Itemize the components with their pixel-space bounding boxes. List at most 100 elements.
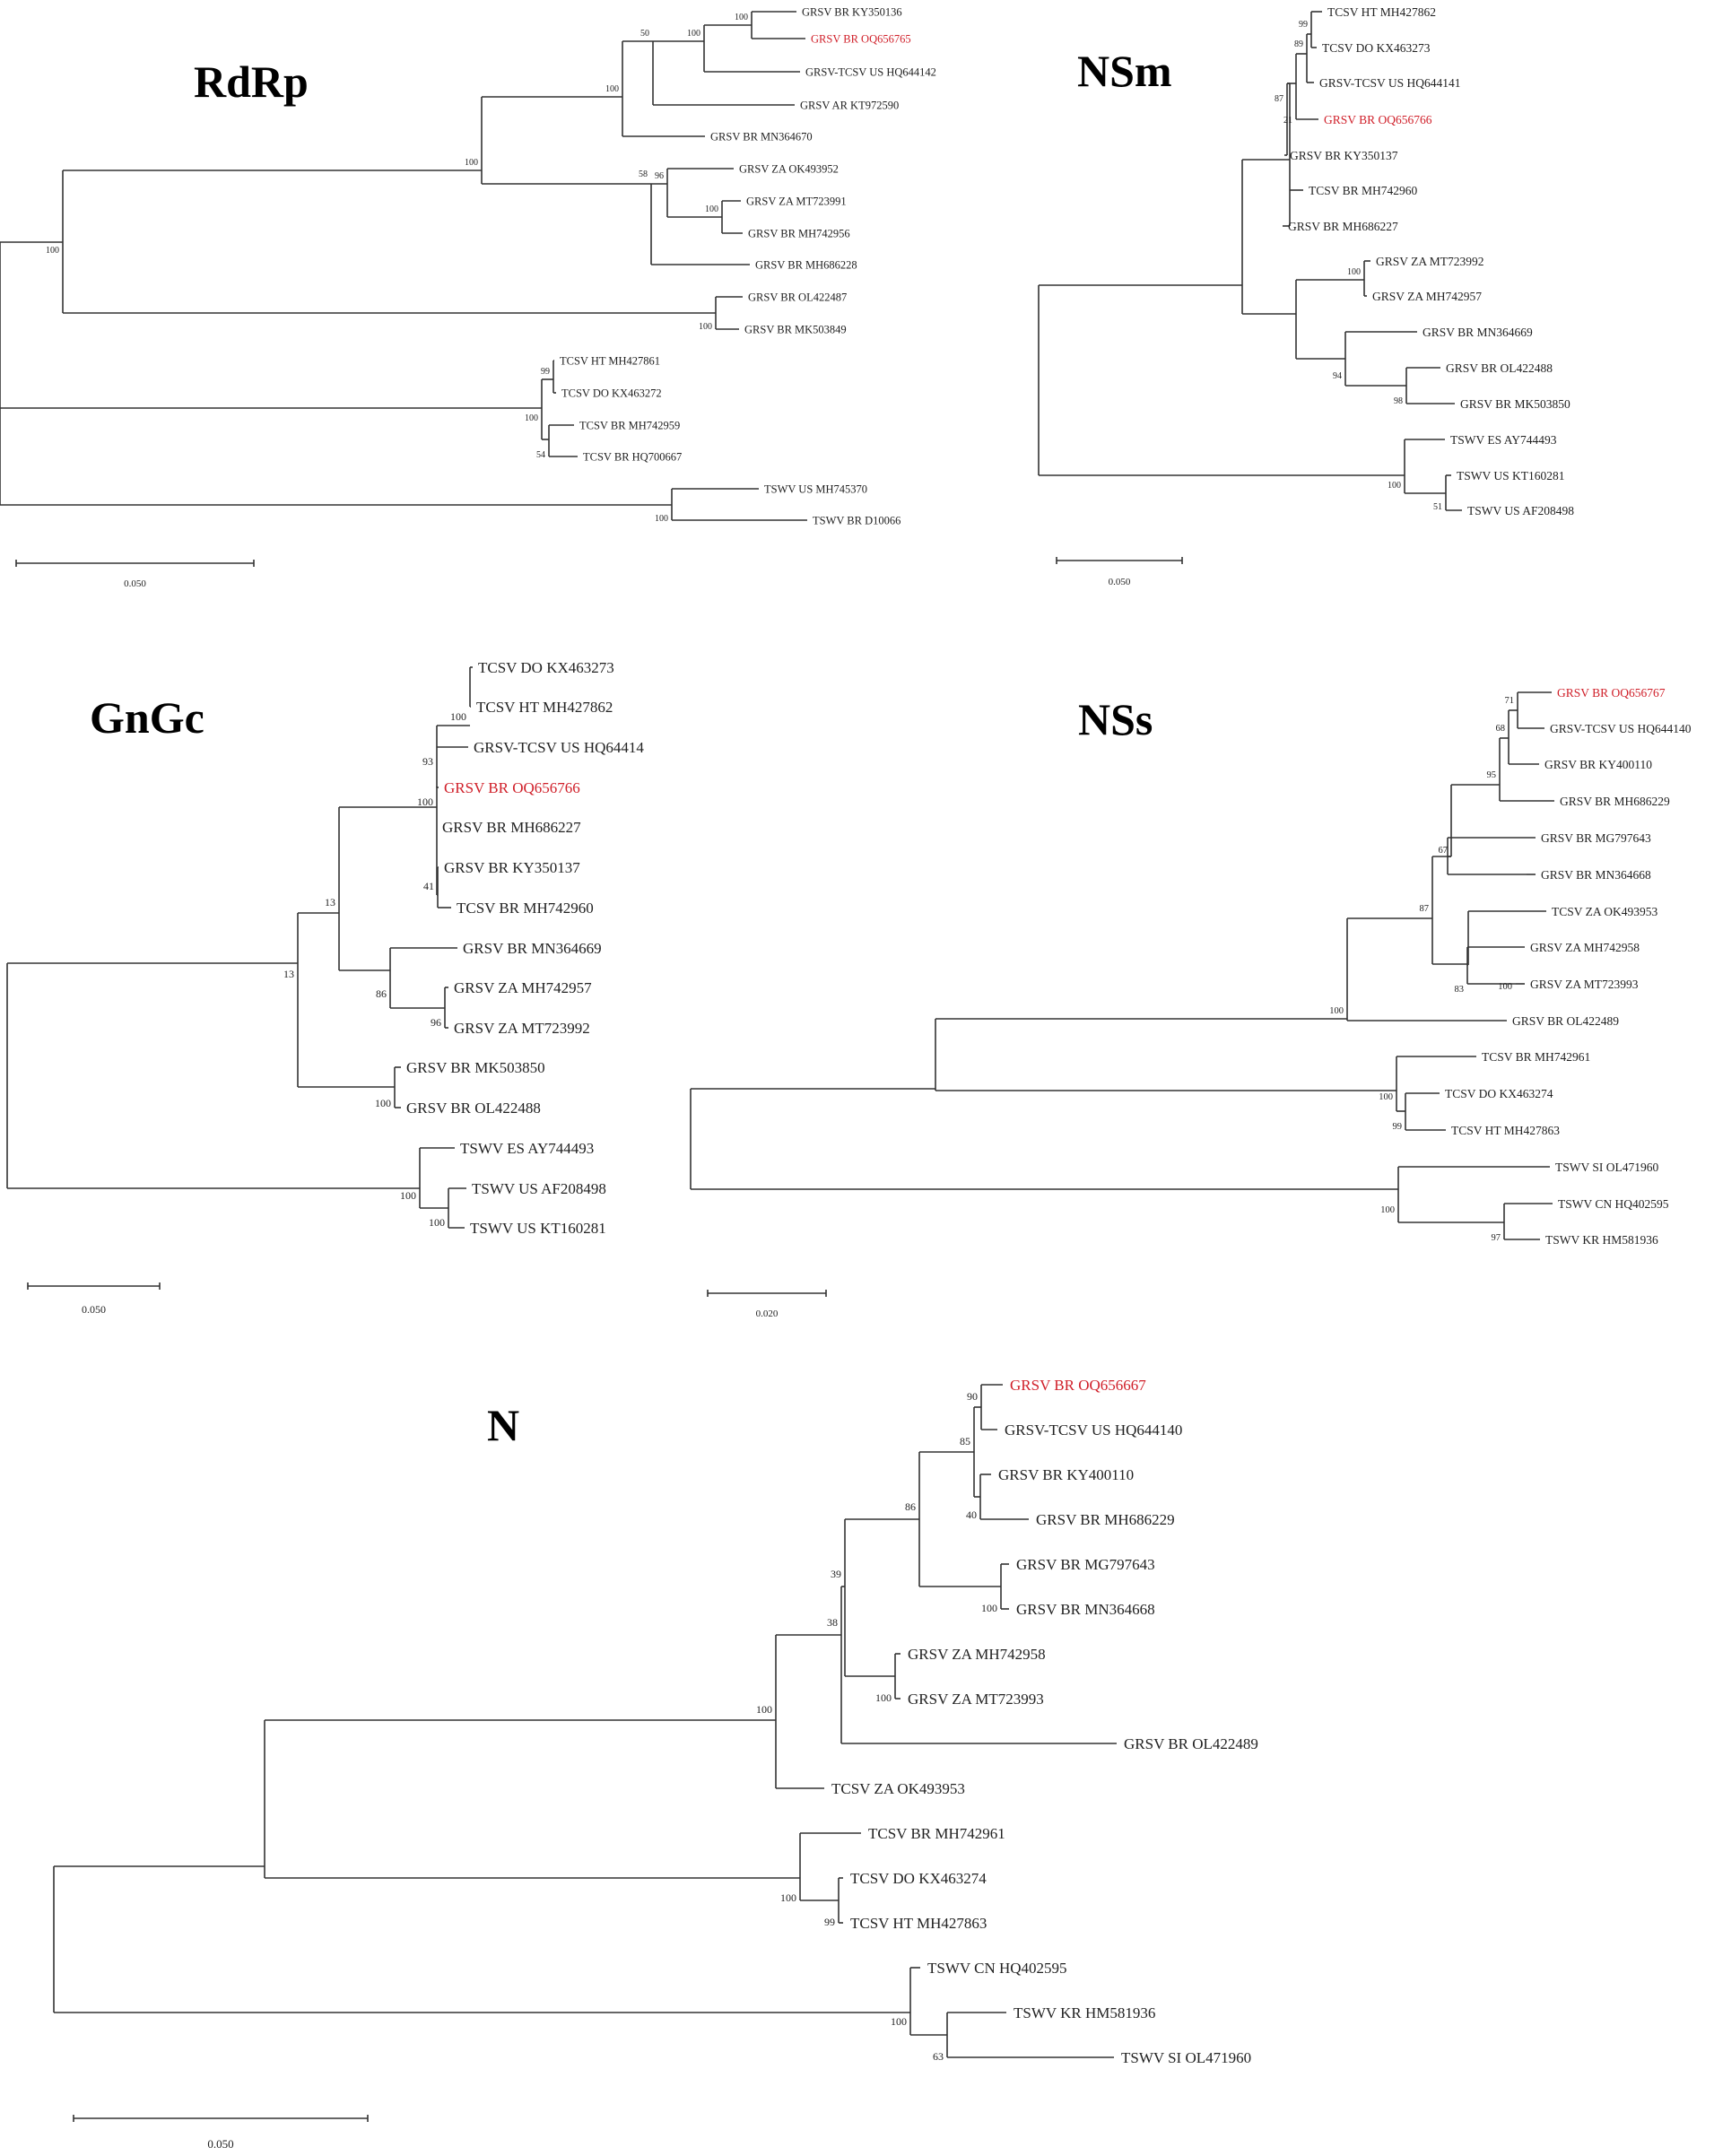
nsm-taxon-label: GRSV BR MK503850 <box>1460 397 1570 411</box>
rdrp-support-value: 100 <box>46 246 59 256</box>
nsm-taxon-label: TCSV BR MH742960 <box>1309 184 1418 197</box>
nsm-taxon-label: GRSV-TCSV US HQ644141 <box>1319 76 1461 90</box>
rdrp-support-value: 100 <box>655 514 668 524</box>
rdrp-taxon-label: GRSV BR OL422487 <box>748 291 847 304</box>
nss-taxon-label: TCSV DO KX463274 <box>1445 1087 1553 1100</box>
gngc-scale-label: 0.050 <box>82 1303 106 1316</box>
rdrp-support-value: 100 <box>735 13 748 22</box>
nsm-support-value: 100 <box>1388 481 1401 491</box>
n-taxon-label: GRSV ZA MT723993 <box>908 1691 1044 1708</box>
nss-support-value: 95 <box>1487 770 1497 780</box>
nss-taxon-label: GRSV BR MG797643 <box>1541 831 1651 845</box>
nss-taxon-label: TCSV HT MH427863 <box>1451 1124 1560 1137</box>
nsm-scale-label: 0.050 <box>1109 577 1131 587</box>
nsm-support-value: 98 <box>1394 396 1403 406</box>
nss-taxon-label: TSWV KR HM581936 <box>1545 1233 1658 1247</box>
gngc-taxon-label: GRSV BR KY350137 <box>444 859 580 876</box>
n-taxon-label: TCSV BR MH742961 <box>868 1825 1005 1842</box>
nsm-support-value: 99 <box>1299 20 1308 30</box>
gngc-panel-title: GnGc <box>90 692 204 743</box>
n-support-value: 100 <box>981 1602 997 1614</box>
nss-taxon-label: TSWV CN HQ402595 <box>1558 1197 1669 1211</box>
nsm-panel-title: NSm <box>1077 46 1172 96</box>
nss-support-value: 83 <box>1455 985 1465 995</box>
gngc-support-value: 100 <box>400 1189 416 1202</box>
gngc-support-value: 100 <box>450 710 466 723</box>
gngc-support-value: 86 <box>376 987 387 1000</box>
nsm-taxon-label: GRSV BR MN364669 <box>1423 326 1533 339</box>
nss-taxon-label: GRSV-TCSV US HQ644140 <box>1550 722 1692 735</box>
n-taxon-label: TCSV ZA OK493953 <box>831 1780 965 1797</box>
rdrp-support-value: 96 <box>655 171 664 181</box>
n-support-value: 38 <box>827 1616 838 1629</box>
nss-taxon-label: GRSV BR OQ656767 <box>1557 686 1666 700</box>
rdrp-taxon-label: TSWV US MH745370 <box>764 483 867 496</box>
n-support-value: 85 <box>960 1435 970 1447</box>
n-panel-title: N <box>487 1400 520 1450</box>
rdrp-taxon-label: TSWV BR D10066 <box>813 515 901 527</box>
nsm-taxon-label: GRSV BR MH686227 <box>1288 220 1398 233</box>
gngc-taxon-label: TCSV HT MH427862 <box>476 699 613 716</box>
rdrp-panel-title: RdRp <box>194 57 309 107</box>
gngc-taxon-label: GRSV BR MN364669 <box>463 940 602 957</box>
nss-taxon-label: GRSV BR MN364668 <box>1541 868 1651 882</box>
nsm-support-value: 51 <box>1433 502 1442 512</box>
nss-scale-label: 0.020 <box>756 1308 779 1319</box>
rdrp-taxon-label: GRSV ZA MT723991 <box>746 196 847 208</box>
n-taxon-label: GRSV ZA MH742958 <box>908 1646 1046 1663</box>
rdrp-support-value: 100 <box>687 29 700 39</box>
gngc-support-value: 41 <box>423 880 434 892</box>
nsm-support-value: 87 <box>1275 94 1283 104</box>
nsm-taxon-label: TSWV ES AY744493 <box>1450 433 1557 447</box>
nsm-taxon-label: GRSV ZA MT723992 <box>1376 255 1484 268</box>
rdrp-support-value: 100 <box>525 413 538 423</box>
gngc-taxon-label: TCSV BR MH742960 <box>457 900 594 917</box>
n-taxon-label: TSWV KR HM581936 <box>1014 2004 1155 2021</box>
nss-support-value: 100 <box>1329 1006 1344 1016</box>
rdrp-support-value: 100 <box>465 158 478 168</box>
n-support-value: 99 <box>824 1916 835 1928</box>
rdrp-scale-label: 0.050 <box>124 578 146 589</box>
n-taxon-label: GRSV BR OQ656667 <box>1010 1377 1146 1394</box>
n-support-value: 100 <box>756 1703 772 1716</box>
gngc-taxon-label: GRSV BR OL422488 <box>406 1100 541 1117</box>
n-support-value: 39 <box>831 1568 841 1580</box>
gngc-support-value: 100 <box>417 795 433 808</box>
n-support-value: 40 <box>966 1508 977 1521</box>
rdrp-taxon-label: GRSV-TCSV US HQ644142 <box>805 66 936 79</box>
rdrp-taxon-label: GRSV BR MK503849 <box>744 324 847 336</box>
nsm-taxon-label: GRSV ZA MH742957 <box>1372 290 1482 303</box>
rdrp-taxon-label: GRSV ZA OK493952 <box>739 163 839 176</box>
n-taxon-label: TCSV HT MH427863 <box>850 1915 987 1932</box>
gngc-taxon-label: GRSV ZA MH742957 <box>454 979 592 996</box>
nsm-taxon-label: TCSV HT MH427862 <box>1327 5 1436 19</box>
nss-support-value: 87 <box>1420 904 1430 914</box>
nss-taxon-label: TCSV BR MH742961 <box>1482 1050 1590 1064</box>
rdrp-taxon-label: GRSV AR KT972590 <box>800 100 899 112</box>
gngc-taxon-label: TSWV US AF208498 <box>472 1180 606 1197</box>
gngc-support-value: 100 <box>429 1216 445 1229</box>
nsm-taxon-label: TSWV US AF208498 <box>1467 504 1574 517</box>
rdrp-taxon-label: GRSV BR OQ656765 <box>811 33 911 46</box>
nss-support-value: 100 <box>1380 1205 1395 1215</box>
n-taxon-label: TSWV CN HQ402595 <box>927 1960 1067 1977</box>
n-taxon-label: GRSV-TCSV US HQ644140 <box>1005 1421 1182 1439</box>
gngc-taxon-label: GRSV BR MH686227 <box>442 819 581 836</box>
n-scale-label: 0.050 <box>207 2137 233 2151</box>
rdrp-support-value: 100 <box>705 204 718 214</box>
rdrp-taxon-label: GRSV BR MN364670 <box>710 131 813 143</box>
n-support-value: 100 <box>875 1691 892 1704</box>
rdrp-support-value: 58 <box>639 170 648 179</box>
rdrp-taxon-label: TCSV BR HQ700667 <box>583 451 682 464</box>
nss-taxon-label: GRSV ZA MH742958 <box>1530 941 1640 954</box>
nss-taxon-label: GRSV BR OL422489 <box>1512 1014 1619 1028</box>
gngc-support-value: 96 <box>431 1016 441 1029</box>
nss-support-value: 97 <box>1492 1233 1501 1243</box>
n-taxon-label: GRSV BR MH686229 <box>1036 1511 1175 1528</box>
nss-taxon-label: GRSV ZA MT723993 <box>1530 978 1639 991</box>
n-support-value: 100 <box>891 2015 907 2028</box>
gngc-support-value: 13 <box>283 968 294 980</box>
